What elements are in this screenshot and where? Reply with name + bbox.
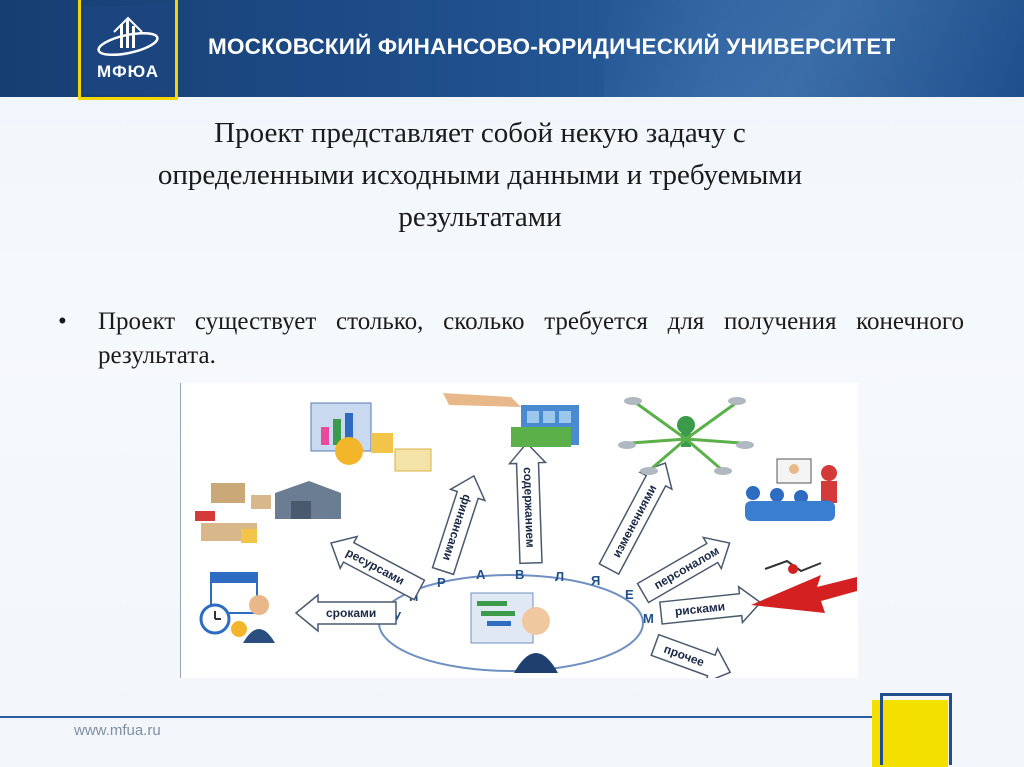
title-line-2: определенными исходными данными и требуе… <box>40 154 920 196</box>
arc-letter-5: В <box>515 567 524 582</box>
footer-line <box>0 716 880 718</box>
arrow-content: содержанием <box>509 442 549 563</box>
arrow-deadlines: сроками <box>296 595 396 631</box>
university-emblem-icon <box>84 10 172 70</box>
arc-letter-6: Л <box>555 569 564 584</box>
slide-title: Проект представляет собой некую задачу с… <box>40 112 920 238</box>
footer-url[interactable]: www.mfua.ru <box>74 722 161 739</box>
bullet-text: Проект существует столько, сколько требу… <box>98 305 964 373</box>
corner-blue-frame <box>880 693 952 765</box>
finance-chart-icon <box>311 403 431 471</box>
arc-letter-8: Е <box>625 587 634 602</box>
arrow-label-content: содержанием <box>521 467 538 548</box>
calendar-clock-icon <box>201 573 275 643</box>
title-line-1: Проект представляет собой некую задачу с <box>40 112 920 154</box>
university-name: МОСКОВСКИЙ ФИНАНСОВО-ЮРИДИЧЕСКИЙ УНИВЕРС… <box>208 34 896 60</box>
arrow-resources: ресурсами <box>323 527 428 606</box>
arrow-risks: рисками <box>659 585 762 631</box>
hand-building-icon <box>443 393 579 447</box>
diagram-canvas: У П Р А В Л Я Е М ресурсами финансами со… <box>181 383 858 678</box>
logo: МФЮА <box>84 6 172 94</box>
risk-arrow-icon <box>751 561 857 613</box>
arrow-finances: финансами <box>426 470 491 576</box>
network-icon <box>618 397 754 475</box>
warehouse-icon <box>195 481 341 543</box>
logo-text: МФЮА <box>84 62 172 82</box>
arc-letter-7: Я <box>591 573 600 588</box>
arrow-other: прочее <box>649 628 736 678</box>
arrow-label-changes: изменениями <box>609 482 659 560</box>
title-line-3: результатами <box>40 196 920 238</box>
arc-letter-4: А <box>476 567 486 582</box>
meeting-icon <box>745 459 837 521</box>
arc-letter-9: М <box>643 611 654 626</box>
management-diagram: У П Р А В Л Я Е М ресурсами финансами со… <box>181 383 858 678</box>
arc-letter-3: Р <box>437 575 446 590</box>
arrow-label-personnel: персоналом <box>652 544 722 593</box>
bullet-dot: • <box>58 305 67 339</box>
arrow-label-deadlines: сроками <box>326 606 376 620</box>
arrow-changes: изменениями <box>593 455 681 578</box>
manager-icon <box>471 593 558 673</box>
